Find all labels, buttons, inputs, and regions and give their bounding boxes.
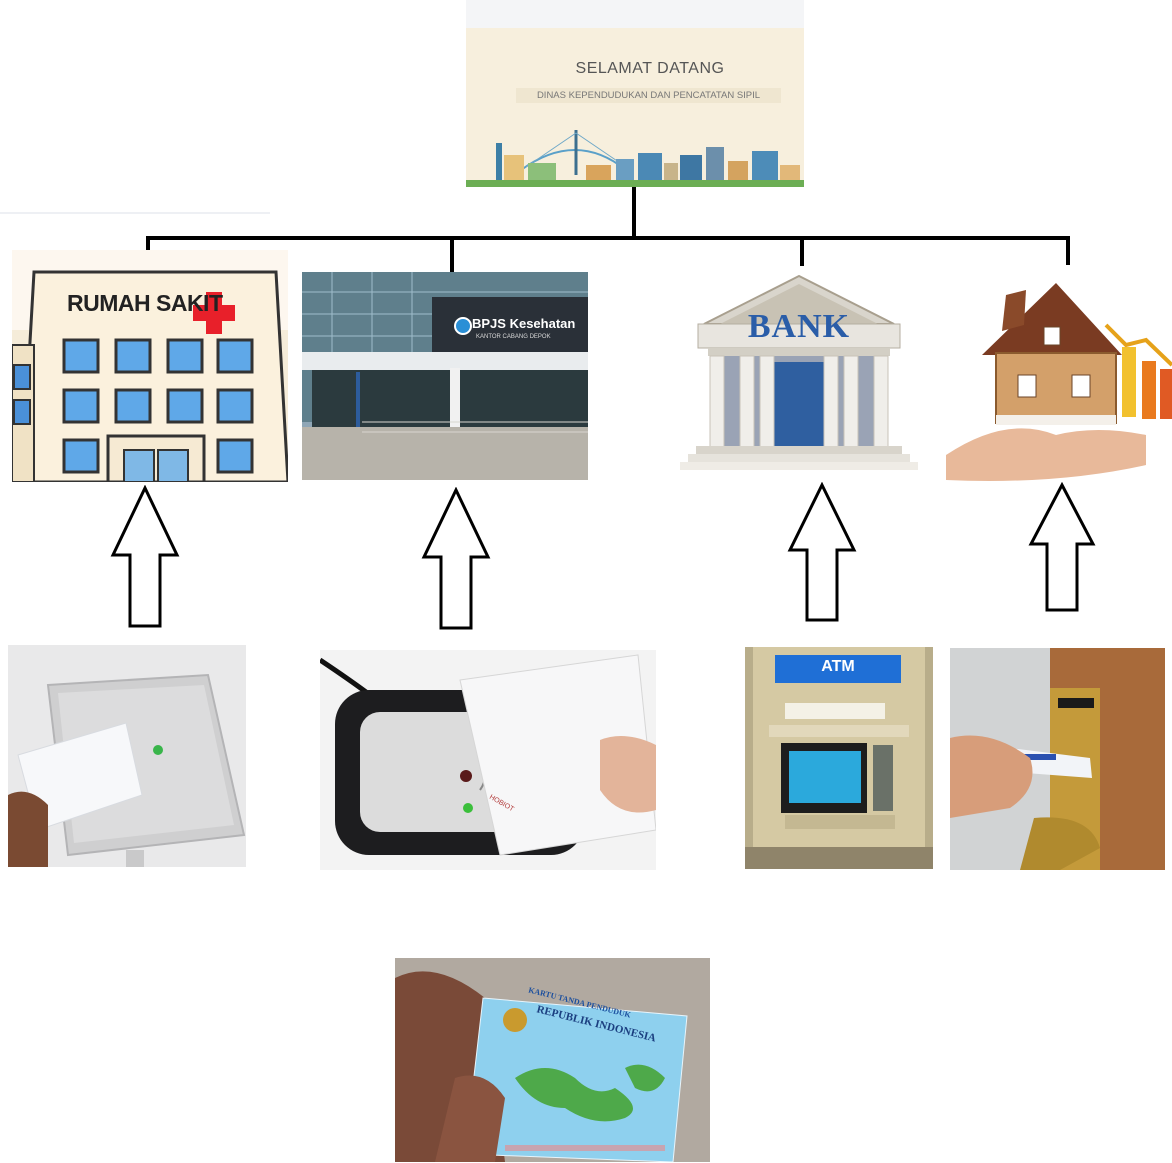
- bank-sign: BANK: [747, 308, 851, 345]
- bpjs-logo-icon: [454, 317, 472, 335]
- bpjs-sign: BPJS Kesehatan: [472, 316, 576, 331]
- rfid-card-reader-photo: HOBIOT: [320, 650, 656, 870]
- hospital-illustration: RUMAH SAKIT: [12, 250, 288, 482]
- atm-machine-photo: ATM: [745, 647, 933, 869]
- city-skyline-illustration: [466, 130, 804, 187]
- arrow-up-icon: [110, 485, 180, 628]
- arrow-up-icon: [787, 482, 857, 622]
- banner-title: SELAMAT DATANG: [575, 60, 725, 77]
- rfid-reader-photo: [8, 645, 246, 867]
- hospital-sign: RUMAH SAKIT: [67, 290, 223, 316]
- arrow-up-icon: [421, 487, 491, 630]
- door-lock-photo: [950, 648, 1165, 870]
- bpjs-sign-sub: KANTOR CABANG DEPOK: [476, 334, 551, 340]
- bank-illustration: BANK: [668, 266, 930, 484]
- ktp-card-photo: KARTU TANDA PENDUDUK REPUBLIK INDONESIA: [395, 958, 710, 1162]
- welcome-banner: SELAMAT DATANG DINAS KEPENDUDUKAN DAN PE…: [466, 0, 804, 187]
- connector-tree: [146, 187, 1070, 278]
- arrow-up-icon: [1028, 482, 1096, 612]
- banner-subtitle: DINAS KEPENDUDUKAN DAN PENCATATAN SIPIL: [516, 88, 781, 103]
- atm-label: ATM: [821, 658, 855, 675]
- property-house-illustration: [946, 265, 1172, 485]
- bpjs-building-photo: BPJS Kesehatan KANTOR CABANG DEPOK: [302, 272, 588, 480]
- separator-line: [0, 212, 270, 214]
